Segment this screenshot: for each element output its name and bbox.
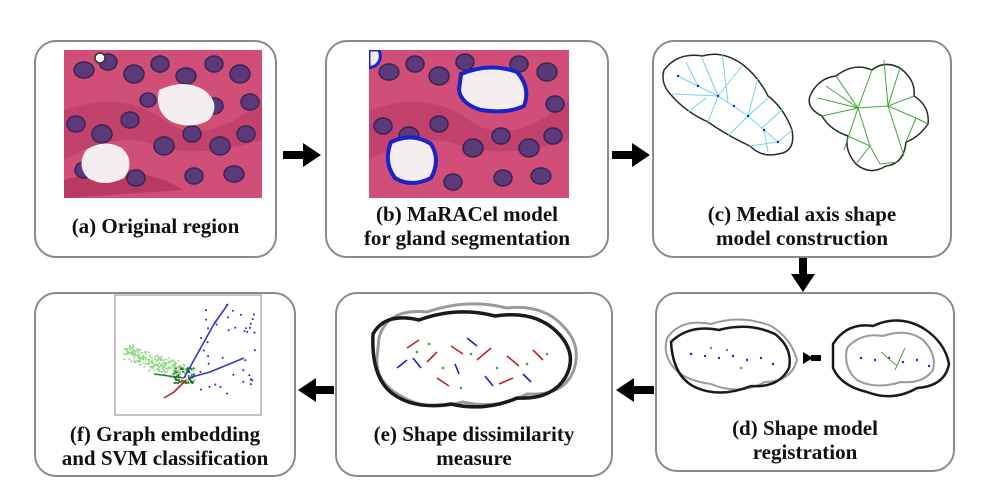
caption-a: (a) Original region [71,214,240,238]
caption-c: (c) Medial axis shape model construction [707,202,897,250]
panel-medial-axis-construction: (c) Medial axis shape model construction [652,40,952,258]
arrow-e-to-f-icon [298,378,334,402]
caption-d: (d) Shape model registration [732,416,878,464]
histology-image [64,50,262,198]
panel-maracel-segmentation: (b) MaRACel model for gland segmentation [325,40,609,258]
medial-axis-shapes [662,53,929,172]
panel-graph-embedding-svm: (f) Graph embedding and SVM classificati… [34,292,296,477]
panel-shape-dissimilarity: (e) Shape dissimilarity measure [335,292,613,477]
arrow-b-to-c-icon [612,143,650,167]
embedding-scatter-plot [114,294,262,416]
segmented-histology-image [369,50,569,198]
panel-original-region: (a) Original region [34,40,277,258]
dissimilarity-overlay [371,302,578,409]
panel-shape-registration: (d) Shape model registration [655,292,955,472]
caption-b: (b) MaRACel model for gland segmentation [363,202,571,250]
arrow-c-to-d-icon [791,258,815,292]
arrow-d-to-e-icon [616,378,654,402]
arrow-a-to-b-icon [283,143,321,167]
caption-f: (f) Graph embedding and SVM classificati… [61,422,269,470]
caption-e: (e) Shape dissimilarity measure [373,422,575,470]
registered-shapes [664,318,951,398]
